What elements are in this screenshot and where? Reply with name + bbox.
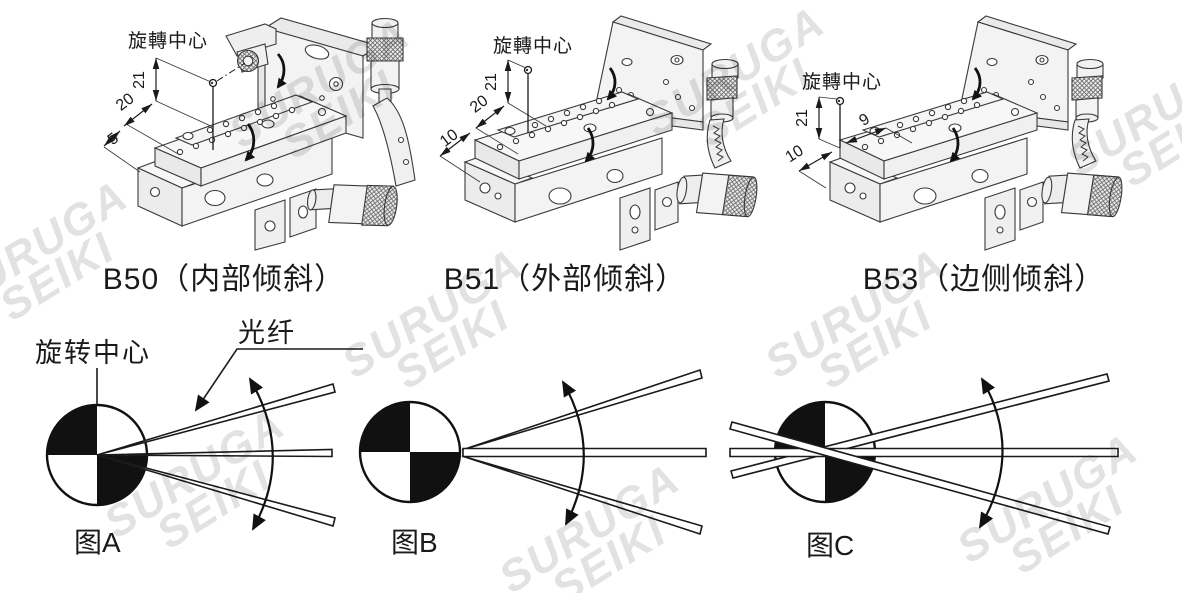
feed-knob — [676, 172, 758, 218]
fiber-bars — [461, 368, 707, 536]
tilt-arrow — [276, 53, 287, 89]
dim-9: 9 — [856, 111, 873, 130]
fiber-bars — [729, 373, 1119, 535]
dim-20: 20 — [113, 90, 138, 114]
b51-annotation: 旋轉中心 21 20 10 — [437, 35, 573, 183]
feed-knob — [306, 184, 398, 227]
diagram-a: 旋转中心 光纤 图A — [35, 318, 363, 558]
rotation-center-label: 旋转中心 — [35, 338, 151, 368]
b50-caption: B50（内部倾斜） — [102, 263, 346, 296]
swing-arc-arrow — [248, 377, 274, 531]
dim-10: 10 — [437, 126, 462, 150]
fiber-label: 光纤 — [238, 318, 296, 348]
figure-b-label: 图B — [391, 527, 438, 558]
b53-caption: B53（边侧倾斜） — [862, 263, 1106, 296]
rotation-center-label: 旋轉中心 — [802, 71, 882, 93]
swing-arc-arrow — [978, 377, 1004, 529]
knurled-knob — [706, 75, 738, 101]
b50-machine — [136, 17, 416, 251]
rotation-schematics: 旋转中心 光纤 图A 图B — [35, 318, 1119, 561]
dim-20: 20 — [467, 92, 492, 116]
figure-a-label: 图A — [74, 527, 121, 558]
rotation-center-label: 旋轉中心 — [493, 35, 573, 57]
b53-drawing: 旋轉中心 21 9 10 — [783, 0, 1182, 255]
fiber-leader-arrow — [194, 348, 363, 412]
dim-10: 10 — [783, 142, 807, 166]
mounting-holes — [496, 97, 655, 151]
b51-machine — [463, 15, 758, 251]
swing-arc-arrow — [562, 380, 585, 526]
diagram-c: 图C — [729, 373, 1119, 561]
fiber-bars — [96, 382, 336, 528]
knurled-knob — [366, 37, 404, 62]
rotation-center-label: 旋轉中心 — [128, 30, 208, 52]
b51-drawing: 旋轉中心 21 20 10 — [437, 15, 758, 251]
figure-c-label: 图C — [806, 530, 854, 561]
b50-drawing: 旋轉中心 21 20 5 — [103, 17, 416, 251]
tilt-arrow — [244, 123, 256, 162]
b53-annotation: 旋轉中心 21 9 10 — [783, 71, 913, 189]
dim-21: 21 — [483, 73, 500, 91]
tilt-arrow — [584, 127, 596, 163]
tilt-arrow — [606, 67, 618, 101]
dim-21: 21 — [794, 109, 811, 127]
diagram-b: 图B — [358, 368, 707, 558]
b51-caption: B51（外部倾斜） — [443, 263, 687, 296]
dim-21: 21 — [131, 71, 148, 89]
dim-5: 5 — [105, 130, 122, 149]
mounting-holes — [176, 102, 327, 156]
